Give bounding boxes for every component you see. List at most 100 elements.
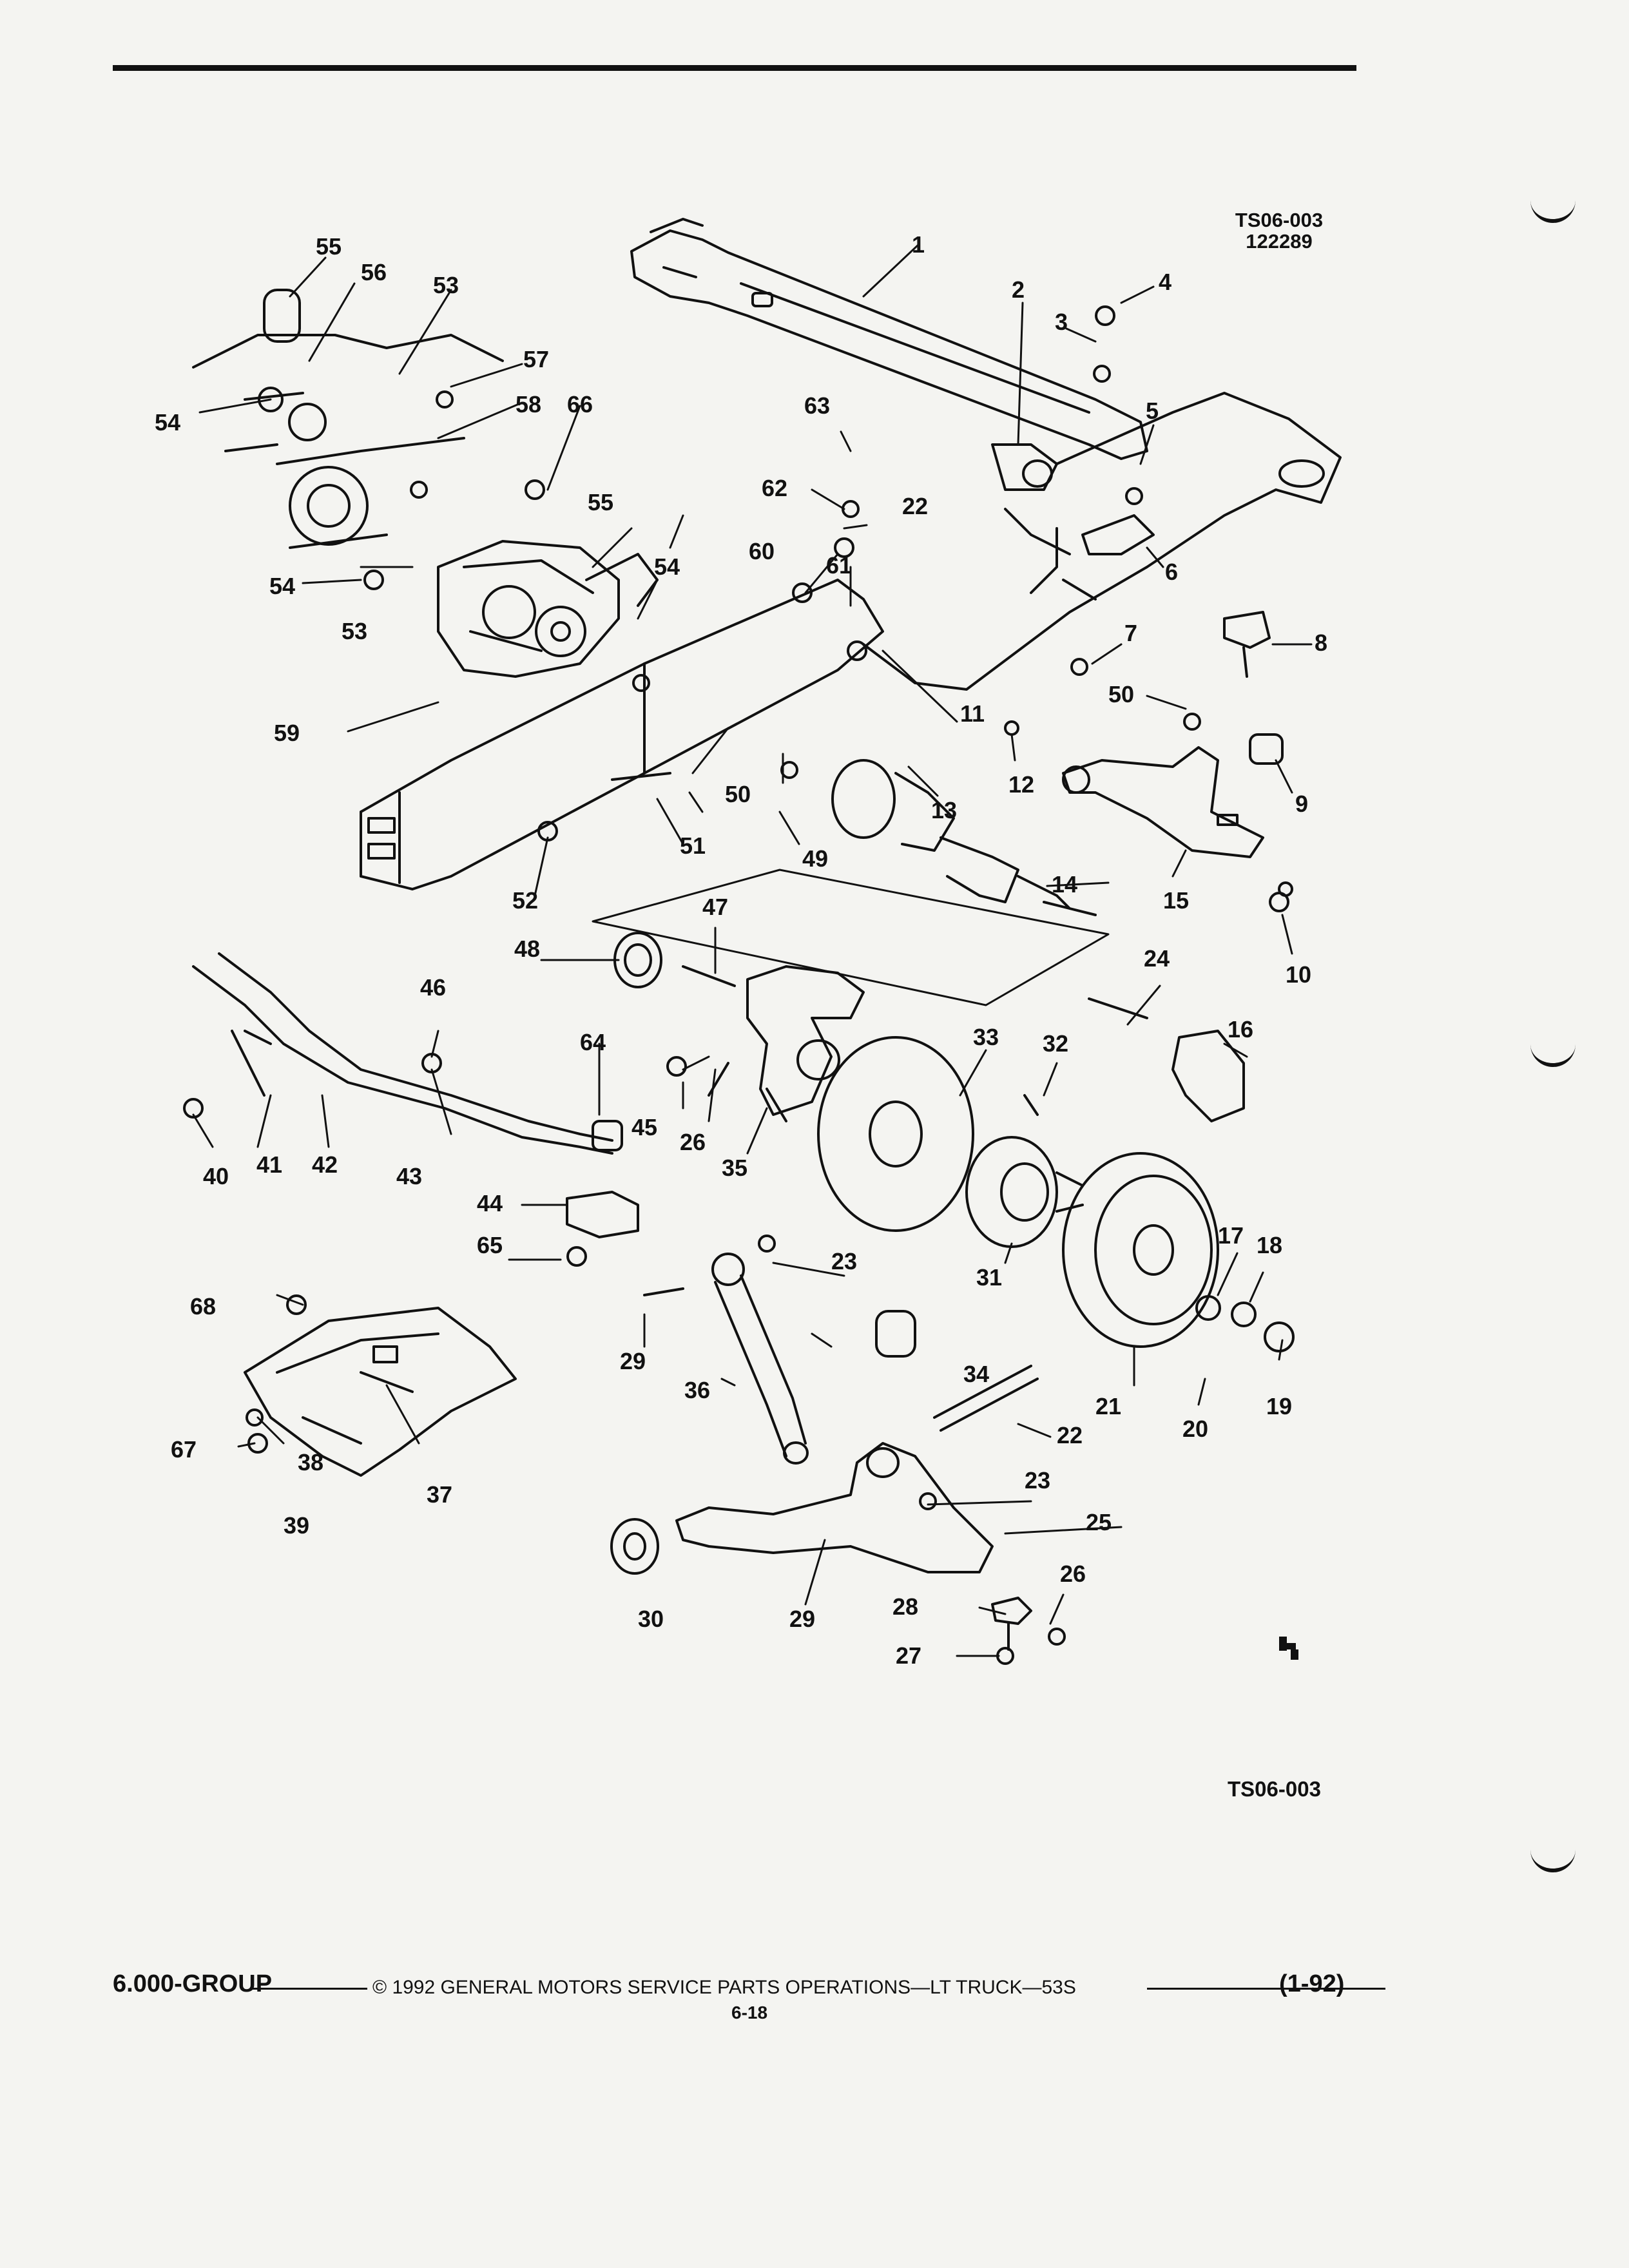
callout-63: 63	[804, 392, 830, 419]
callout-26-lower: 26	[1060, 1561, 1086, 1587]
detail-outline	[592, 869, 1110, 1006]
callout-29-upper: 29	[620, 1348, 646, 1374]
drive-axle-shaft	[831, 759, 1097, 916]
callout-25: 25	[1086, 1509, 1112, 1535]
bushing-9	[1249, 733, 1284, 765]
callout-36: 36	[684, 1377, 710, 1403]
callout-68: 68	[190, 1293, 216, 1320]
callout-13: 13	[931, 797, 957, 823]
caliper-bracket	[1171, 1030, 1245, 1122]
callout-35: 35	[722, 1155, 747, 1181]
callout-52: 52	[512, 887, 538, 914]
callout-5: 5	[1146, 398, 1159, 424]
callout-48: 48	[514, 936, 540, 962]
callout-65: 65	[477, 1232, 503, 1258]
callout-24: 24	[1144, 945, 1170, 972]
shock-absorber	[711, 1253, 809, 1465]
figure-code-top: TS06-003	[1235, 209, 1324, 231]
figure-number: 122289	[1246, 230, 1313, 253]
differential-assembly	[437, 540, 659, 678]
callout-4: 4	[1159, 269, 1171, 295]
figure-code-header: TS06-003 122289	[1199, 209, 1360, 252]
callout-37: 37	[427, 1481, 452, 1508]
callout-11: 11	[960, 700, 985, 727]
callout-numbers: 1 2 3 4 5 6 7 8 9 10 11 12 13 14 15 16 1…	[155, 231, 1327, 1669]
callout-54-middle: 54	[269, 573, 295, 599]
ball-joint-lower	[991, 1597, 1032, 1651]
wheel-hub	[965, 1136, 1084, 1248]
callout-42: 42	[312, 1151, 338, 1178]
callout-30: 30	[638, 1606, 664, 1632]
lower-arm-bushing	[875, 1310, 916, 1358]
callout-10: 10	[1286, 961, 1311, 988]
callout-18: 18	[1257, 1232, 1282, 1258]
callout-55-upper: 55	[316, 233, 342, 260]
callout-44: 44	[477, 1190, 503, 1216]
callout-21: 21	[1095, 1393, 1121, 1419]
upper-control-arm	[1062, 746, 1264, 858]
copyright-line: © 1992 GENERAL MOTORS SERVICE PARTS OPER…	[372, 1977, 1076, 1998]
callout-59: 59	[274, 720, 300, 746]
upper-bushing-left	[258, 289, 327, 441]
callout-64: 64	[580, 1029, 606, 1055]
callout-43: 43	[396, 1163, 422, 1189]
skid-plate	[244, 1307, 517, 1477]
splash-shield	[817, 1036, 974, 1232]
steering-knuckle	[746, 965, 865, 1122]
lower-control-arm-shaft	[933, 1365, 1039, 1432]
callout-60: 60	[749, 538, 775, 564]
binder-hole-mark-bottom	[1530, 1849, 1576, 1872]
figure-code-footer: TS06-003	[1228, 1777, 1321, 1801]
callout-12: 12	[1008, 771, 1034, 798]
callout-34: 34	[963, 1361, 989, 1387]
top-rule	[113, 65, 1356, 71]
callout-57: 57	[523, 346, 549, 372]
callout-22-lower: 22	[1057, 1422, 1083, 1448]
page-number: 6-18	[731, 2003, 768, 2023]
callout-3: 3	[1055, 309, 1068, 335]
front-axle-shaft-left	[192, 334, 504, 549]
callout-33: 33	[973, 1024, 999, 1050]
group-label: 6.000-GROUP	[113, 1970, 273, 1997]
callout-61: 61	[826, 552, 852, 579]
footer-rule-right	[1147, 1988, 1385, 1990]
binder-hole-mark-middle	[1530, 1044, 1576, 1067]
callout-8: 8	[1315, 629, 1327, 656]
callout-41: 41	[256, 1151, 282, 1178]
callout-28: 28	[892, 1593, 918, 1620]
ball-joint-upper	[1223, 611, 1271, 678]
callout-47: 47	[702, 894, 728, 920]
leader-lines	[192, 244, 1313, 1657]
frame-rail-upper	[862, 392, 1342, 691]
callout-50-right: 50	[1108, 681, 1134, 707]
frame-rail-lower	[360, 579, 884, 890]
lower-control-arm	[675, 1442, 994, 1573]
callout-9: 9	[1295, 791, 1308, 817]
callout-58: 58	[516, 391, 541, 418]
callout-54-right: 54	[654, 553, 680, 580]
binder-hole-mark-top	[1530, 200, 1576, 223]
fasteners	[183, 305, 1295, 1665]
callout-66: 66	[567, 391, 593, 418]
callout-49: 49	[802, 845, 828, 872]
stabilizer-bar	[192, 952, 623, 1155]
upper-control-arm-mount	[991, 443, 1155, 555]
callout-56: 56	[361, 259, 387, 285]
callout-31: 31	[976, 1264, 1002, 1291]
revision-date: (1-92)	[1279, 1970, 1345, 1997]
callout-26-upper: 26	[680, 1129, 706, 1155]
callout-7: 7	[1124, 620, 1137, 646]
chevron-icon	[1279, 1637, 1298, 1660]
hub-seal-48	[613, 932, 662, 988]
footer-rule-left	[251, 1988, 367, 1990]
callout-23-lower: 23	[1025, 1467, 1050, 1494]
callout-27: 27	[896, 1642, 921, 1669]
callout-54-upper: 54	[155, 409, 180, 436]
callout-32: 32	[1043, 1030, 1068, 1057]
callout-67: 67	[171, 1436, 197, 1463]
callout-50-left: 50	[725, 781, 751, 807]
callout-22-upper: 22	[902, 493, 928, 519]
callout-53-upper: 53	[433, 272, 459, 298]
callout-40: 40	[203, 1163, 229, 1189]
callout-38: 38	[298, 1449, 323, 1475]
